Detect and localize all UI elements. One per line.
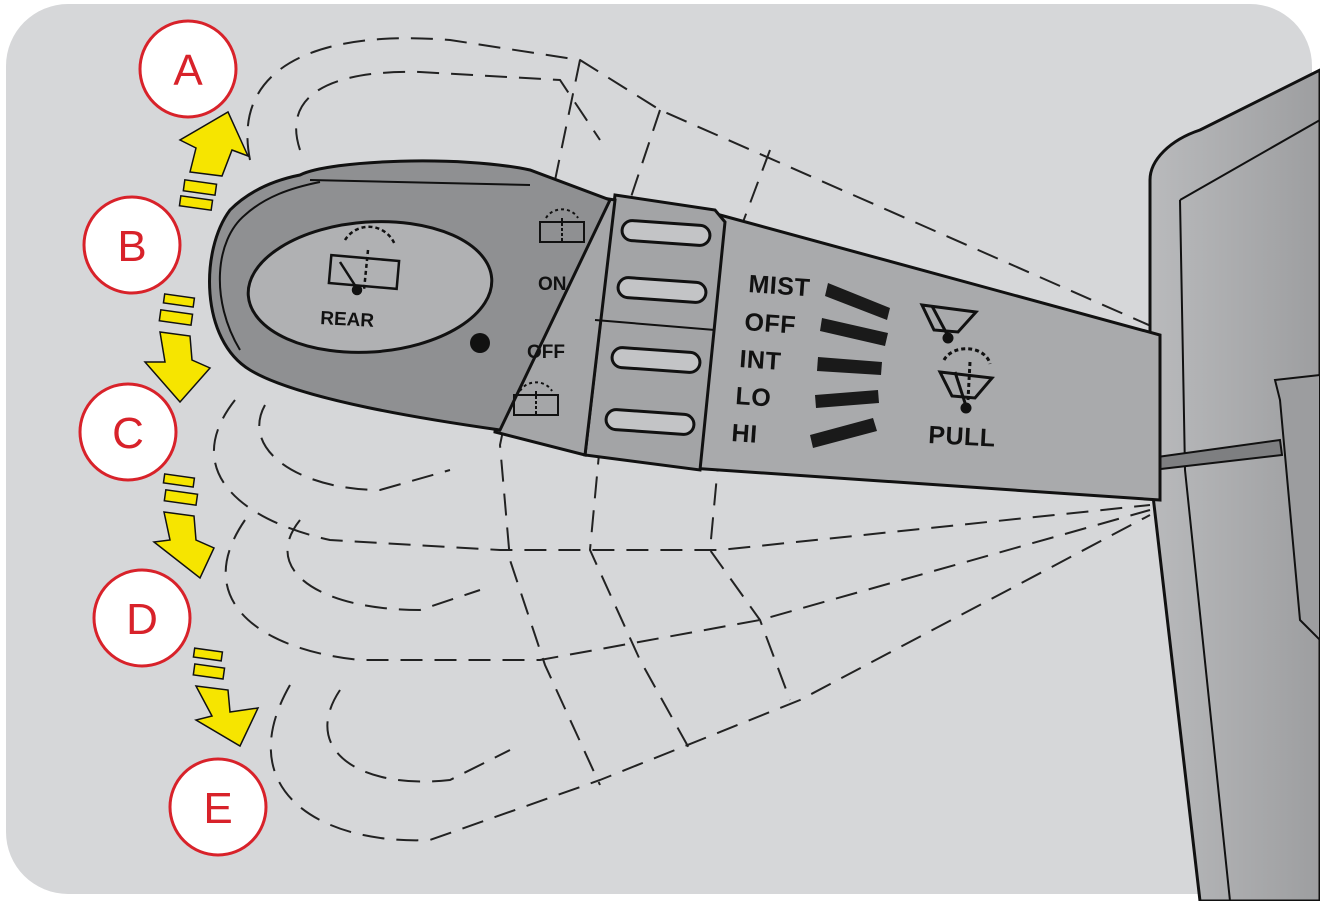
position-letter-a: A xyxy=(173,46,203,95)
position-letter-c: C xyxy=(112,409,144,458)
position-marker-c: C xyxy=(78,382,178,482)
position-marker-a: A xyxy=(138,19,238,119)
ghost-position-c-inner xyxy=(258,404,451,492)
arrow-down-b-c xyxy=(143,293,212,404)
ghost-position-e xyxy=(269,514,1151,842)
rear-washer-icon-on xyxy=(539,208,585,243)
position-letter-e: E xyxy=(203,784,232,833)
mode-label-mist: MIST xyxy=(748,270,812,302)
ghost-position-e-inner xyxy=(326,689,511,783)
ghost-divider-1 xyxy=(498,59,601,786)
mode-indicator-bars xyxy=(810,283,890,448)
mode-label-off: OFF xyxy=(744,308,797,340)
ghost-divider-3 xyxy=(708,149,791,701)
ghost-lever-positions xyxy=(213,37,1161,842)
position-marker-d: D xyxy=(92,568,192,668)
arrow-down-c-d xyxy=(152,473,216,580)
rear-washer-icon-off xyxy=(513,381,559,416)
knob-indicator-dot xyxy=(470,333,490,353)
rear-knob-label: REAR xyxy=(320,308,375,332)
mode-label-lo: LO xyxy=(735,382,773,412)
steering-column xyxy=(1148,68,1320,901)
arrow-down-d-e xyxy=(192,647,260,748)
arrow-up-a xyxy=(178,110,250,212)
rear-off-label: OFF xyxy=(527,342,565,363)
position-marker-b: B xyxy=(82,195,182,295)
position-letter-b: B xyxy=(117,222,146,271)
ghost-position-a-inner xyxy=(295,70,601,151)
front-washer-label: PULL xyxy=(928,421,997,452)
position-letter-d: D xyxy=(126,595,158,644)
wiper-lever[interactable] xyxy=(208,159,1162,502)
position-marker-e: E xyxy=(168,757,268,857)
ghost-position-a xyxy=(246,37,1161,331)
front-wiper-icon xyxy=(919,303,980,344)
mode-label-hi: HI xyxy=(731,419,759,449)
ghost-divider-2 xyxy=(588,109,691,751)
ghost-position-c xyxy=(213,399,1151,551)
mode-label-int: INT xyxy=(739,345,783,376)
ghost-position-d-inner xyxy=(286,519,481,612)
rear-wiper-icon xyxy=(327,225,401,296)
front-washer-icon xyxy=(937,347,995,414)
rear-on-label: ON xyxy=(538,274,567,295)
ghost-position-d xyxy=(224,509,1151,661)
grip-ridges xyxy=(604,219,712,436)
